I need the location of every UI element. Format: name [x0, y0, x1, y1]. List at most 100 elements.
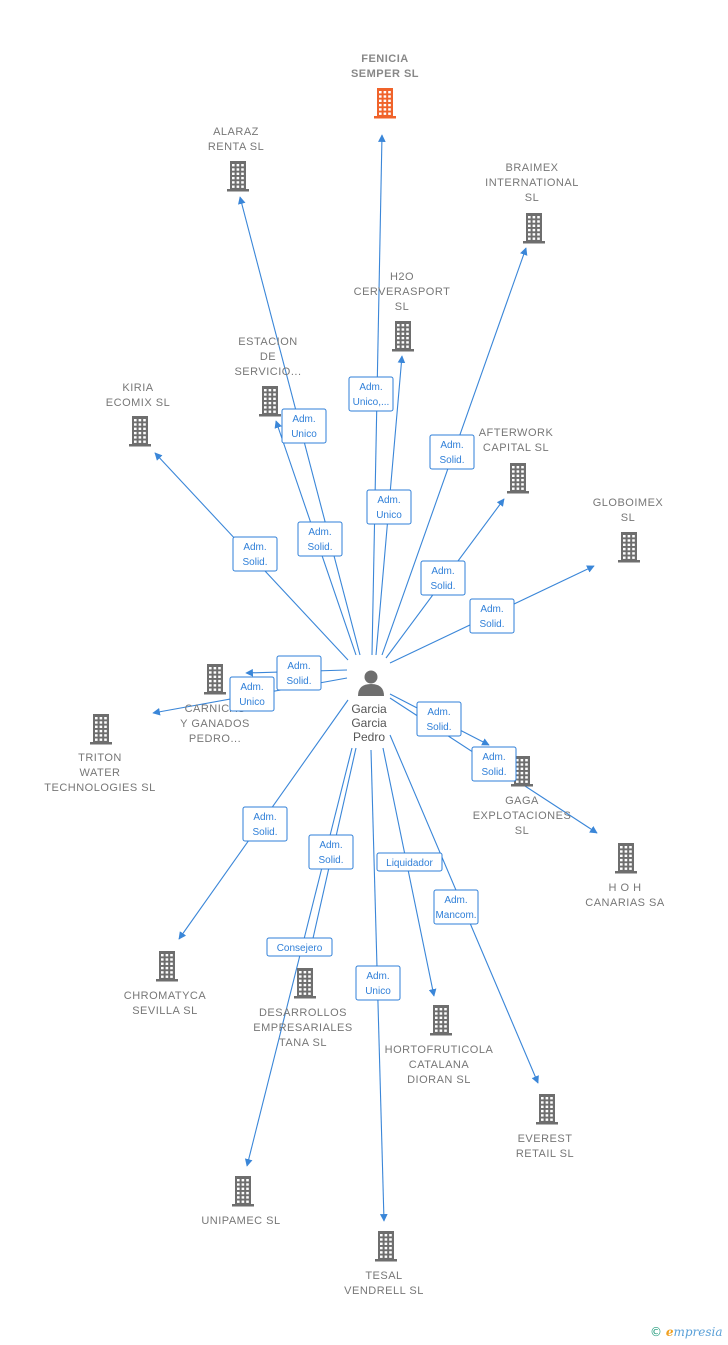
- relation-label-estacion[interactable]: Adm.Unico: [281, 408, 327, 444]
- person-name-line: Garcia: [351, 716, 387, 730]
- building-icon: [430, 1005, 452, 1036]
- relation-label-carnicas[interactable]: Adm.Solid.: [276, 655, 322, 691]
- relation-label-tesal[interactable]: Adm. Unico: [355, 965, 401, 1001]
- relation-text: Unico: [376, 510, 402, 521]
- relation-label-everest[interactable]: Adm.Mancom.: [433, 889, 479, 925]
- person-name-line: Garcia: [351, 702, 387, 716]
- company-label: ALARAZ: [213, 126, 259, 138]
- building-icon: [375, 1231, 397, 1262]
- relation-text: Solid.: [242, 557, 267, 568]
- relation-text: Adm.: [240, 682, 263, 693]
- relation-label-alaraz[interactable]: Adm. Solid.: [297, 521, 343, 557]
- company-label: INTERNATIONAL: [485, 177, 579, 189]
- company-label: ECOMIX SL: [106, 397, 170, 409]
- company-label: SEVILLA SL: [132, 1005, 198, 1017]
- relation-text: Unico,...: [353, 397, 390, 408]
- company-label: EVEREST: [518, 1133, 573, 1145]
- relation-text: Liquidador: [386, 858, 433, 869]
- copyright-symbol: ©: [650, 1325, 662, 1339]
- building-icon: [618, 532, 640, 563]
- relation-label-unipamec[interactable]: Consejero: [266, 937, 333, 957]
- company-node-everest[interactable]: EVEREST RETAIL SL: [516, 1094, 574, 1160]
- company-label: Y GANADOS: [180, 718, 250, 730]
- company-label: DESARROLLOS: [259, 1007, 347, 1019]
- relation-text: Adm.: [308, 527, 331, 538]
- relation-text: Solid.: [479, 619, 504, 630]
- relation-label-braimex[interactable]: Adm.Solid.: [429, 434, 475, 470]
- relation-label-globoimex[interactable]: Adm.Solid.: [469, 598, 515, 634]
- relation-text: Unico: [365, 986, 391, 997]
- company-node-tesal[interactable]: TESAL VENDRELL SL: [344, 1231, 424, 1297]
- company-label: KIRIA: [122, 382, 153, 394]
- company-label: UNIPAMEC SL: [201, 1215, 280, 1227]
- company-node-alaraz[interactable]: ALARAZ RENTA SL: [208, 126, 264, 192]
- company-label: GAGA: [505, 795, 539, 807]
- relation-text: Solid.: [307, 542, 332, 553]
- relation-text: Unico: [291, 429, 317, 440]
- relation-text: Adm.: [482, 752, 505, 763]
- relation-label-afterwork[interactable]: Adm.Solid.: [420, 560, 466, 596]
- company-label: SL: [515, 825, 529, 837]
- building-icon: [507, 463, 529, 494]
- company-node-kiria[interactable]: KIRIA ECOMIX SL: [106, 382, 170, 447]
- company-label: RETAIL SL: [516, 1148, 574, 1160]
- relation-text: Adm.: [427, 707, 450, 718]
- relation-text: Solid.: [430, 581, 455, 592]
- company-label: CATALANA: [409, 1059, 470, 1071]
- building-icon: [374, 88, 396, 119]
- relation-text: Adm.: [319, 840, 342, 851]
- company-label: ESTACION: [238, 336, 297, 348]
- relation-label-desarrollos[interactable]: Adm.Solid.: [308, 834, 354, 870]
- company-node-unipamec[interactable]: UNIPAMEC SL: [201, 1176, 280, 1227]
- building-icon: [129, 416, 151, 447]
- company-label: RENTA SL: [208, 141, 264, 153]
- company-label: TRITON: [78, 752, 122, 764]
- relation-label-kiria[interactable]: Adm. Solid.: [232, 536, 278, 572]
- company-label: VENDRELL SL: [344, 1285, 424, 1297]
- relation-label-fenicia[interactable]: Adm.Unico: [366, 489, 412, 525]
- edge-hortofruticola: [382, 747, 437, 997]
- relation-text: Adm.: [243, 542, 266, 553]
- company-label: TANA SL: [279, 1037, 327, 1049]
- logo-initial: e: [665, 1325, 674, 1339]
- building-icon: [227, 161, 249, 192]
- company-label: EMPRESARIALES: [253, 1022, 352, 1034]
- relation-label-gaga[interactable]: Adm.Solid.: [416, 701, 462, 737]
- relation-text: Consejero: [277, 943, 323, 954]
- building-icon: [536, 1094, 558, 1125]
- building-icon: [511, 756, 533, 787]
- company-node-desarrollos[interactable]: DESARROLLOS EMPRESARIALES TANA SL: [253, 968, 352, 1049]
- relation-text: Adm.: [444, 895, 467, 906]
- company-label: HORTOFRUTICOLA: [385, 1044, 494, 1056]
- relation-text: Adm.: [366, 971, 389, 982]
- building-icon: [232, 1176, 254, 1207]
- relation-label-hoh[interactable]: Adm. Solid.: [471, 746, 517, 782]
- relation-label-h2o[interactable]: Adm.Unico,...: [348, 376, 394, 412]
- relation-label-triton[interactable]: Adm.Unico: [229, 676, 275, 712]
- company-label: TESAL: [365, 1270, 402, 1282]
- company-label: H O H: [608, 882, 641, 894]
- building-icon: [259, 386, 281, 417]
- relation-label-hortofruticola[interactable]: Liquidador: [376, 852, 443, 872]
- building-icon: [294, 968, 316, 999]
- relation-label-chromatyca[interactable]: Adm.Solid.: [242, 806, 288, 842]
- company-label: TECHNOLOGIES SL: [44, 782, 155, 794]
- company-node-estacion[interactable]: ESTACIONDESERVICIO...: [234, 336, 301, 417]
- relation-text: Solid.: [481, 767, 506, 778]
- company-label: SL: [621, 512, 635, 524]
- building-icon: [204, 664, 226, 695]
- logo-text: mpresia: [673, 1325, 723, 1339]
- building-icon: [90, 714, 112, 745]
